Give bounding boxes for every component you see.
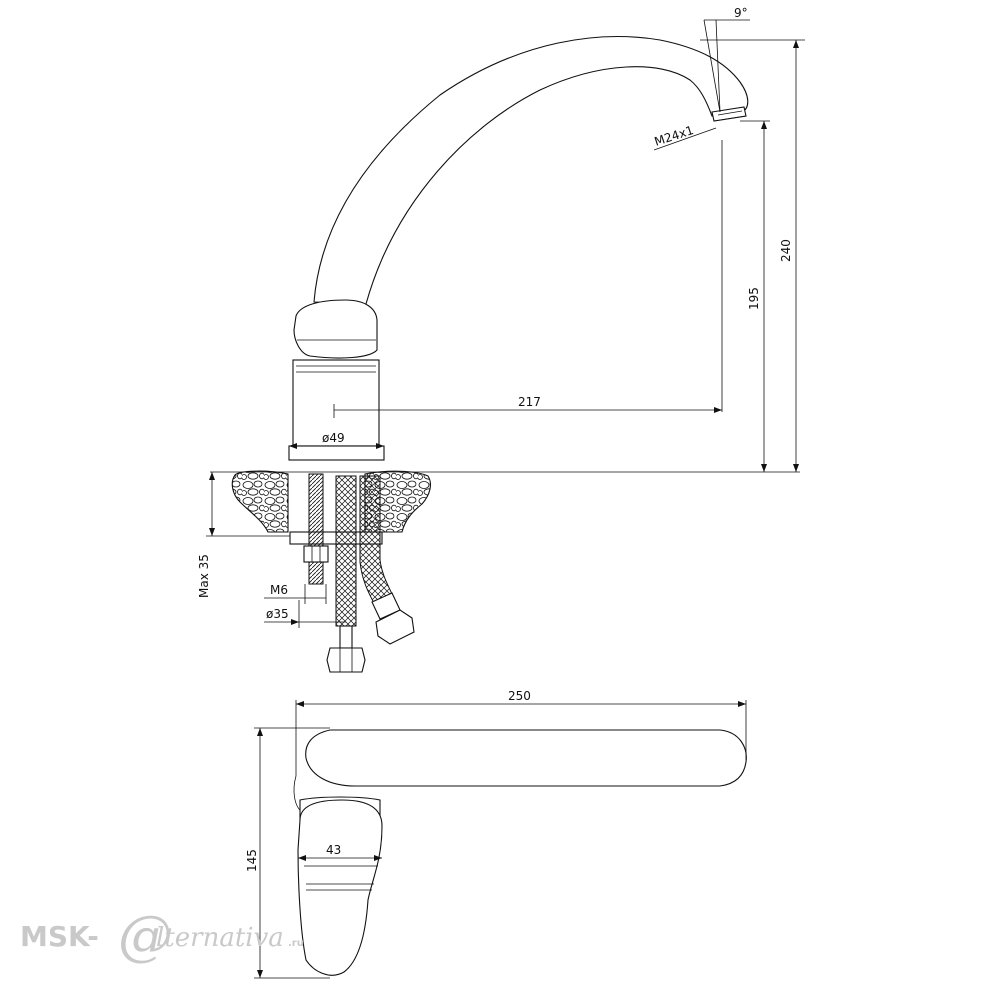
dim-handle-width: 43 (326, 843, 341, 857)
threaded-stud (308, 473, 324, 585)
plan-view (254, 700, 747, 979)
watermark-domain: .ru (288, 938, 304, 949)
stud-nut (303, 545, 329, 563)
countertop-section-left (231, 470, 289, 533)
dim-spout-angle: 9° (734, 6, 748, 20)
dim-stud-thread: M6 (270, 583, 288, 597)
hose-fitting-straight (339, 625, 353, 649)
hose-straight (335, 475, 357, 627)
dim-total-height: 240 (779, 239, 793, 262)
countertop-section-right (364, 470, 431, 533)
dim-spout-height: 195 (747, 287, 761, 310)
dim-spout-reach: 217 (518, 395, 541, 409)
lever-handle (293, 299, 378, 359)
watermark-logo: MSK- @ lternativa .ru (20, 904, 304, 967)
dim-body-diameter: ø49 (322, 431, 345, 445)
dim-max-thickness: Max 35 (197, 554, 211, 598)
hose-nut-straight (326, 647, 366, 673)
watermark-at-icon: @ (118, 904, 172, 967)
mixer-body (292, 359, 380, 447)
front-view (206, 19, 805, 673)
dim-plan-depth: 145 (245, 849, 259, 872)
watermark-prefix: MSK- (20, 920, 99, 953)
spout-plan (305, 729, 747, 787)
dim-aerator-thread: M24x1 (653, 123, 696, 149)
dim-hole-diameter: ø35 (266, 607, 289, 621)
lever-plan (297, 799, 383, 976)
spout (313, 36, 749, 305)
watermark-suffix: lternativa (156, 923, 284, 953)
base-ring (288, 445, 385, 461)
hose-nut-bent (375, 609, 415, 645)
dim-plan-length: 250 (508, 689, 531, 703)
